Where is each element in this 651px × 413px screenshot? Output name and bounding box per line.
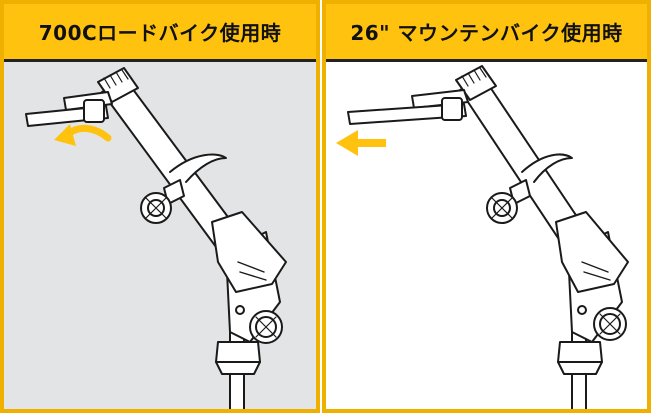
panel-header-right: 26" マウンテンバイク使用時 [326, 4, 647, 62]
lower-clamp [215, 341, 261, 363]
panel-700c-road-bike: 700Cロードバイク使用時 [0, 0, 320, 413]
pivot-knob [593, 307, 627, 341]
hook-arm [169, 153, 227, 183]
bike-stand-illustration-right [336, 65, 629, 409]
illustration-left [4, 62, 316, 409]
straight-arrow-icon [336, 130, 358, 156]
lower-clamp [557, 341, 603, 363]
panel-title-right: 26" マウンテンバイク使用時 [350, 21, 623, 45]
illustration-right [326, 62, 647, 409]
bike-stand-illustration-left [25, 67, 287, 409]
clamp-jaw [555, 211, 629, 293]
panel-title-left: 700Cロードバイク使用時 [38, 21, 282, 45]
pivot-knob [249, 310, 283, 344]
panel-header-left: 700Cロードバイク使用時 [4, 4, 316, 62]
curved-arrow-head [54, 124, 76, 146]
tension-knob [140, 179, 185, 224]
straight-arrow-shaft [356, 139, 386, 147]
tension-knob [486, 179, 531, 224]
curved-arrow-icon [64, 125, 112, 142]
hook-arm [521, 153, 573, 183]
clamp-jaw [211, 211, 287, 293]
panel-26in-mountain-bike: 26" マウンテンバイク使用時 [322, 0, 651, 413]
support-arm-lower [347, 103, 467, 125]
